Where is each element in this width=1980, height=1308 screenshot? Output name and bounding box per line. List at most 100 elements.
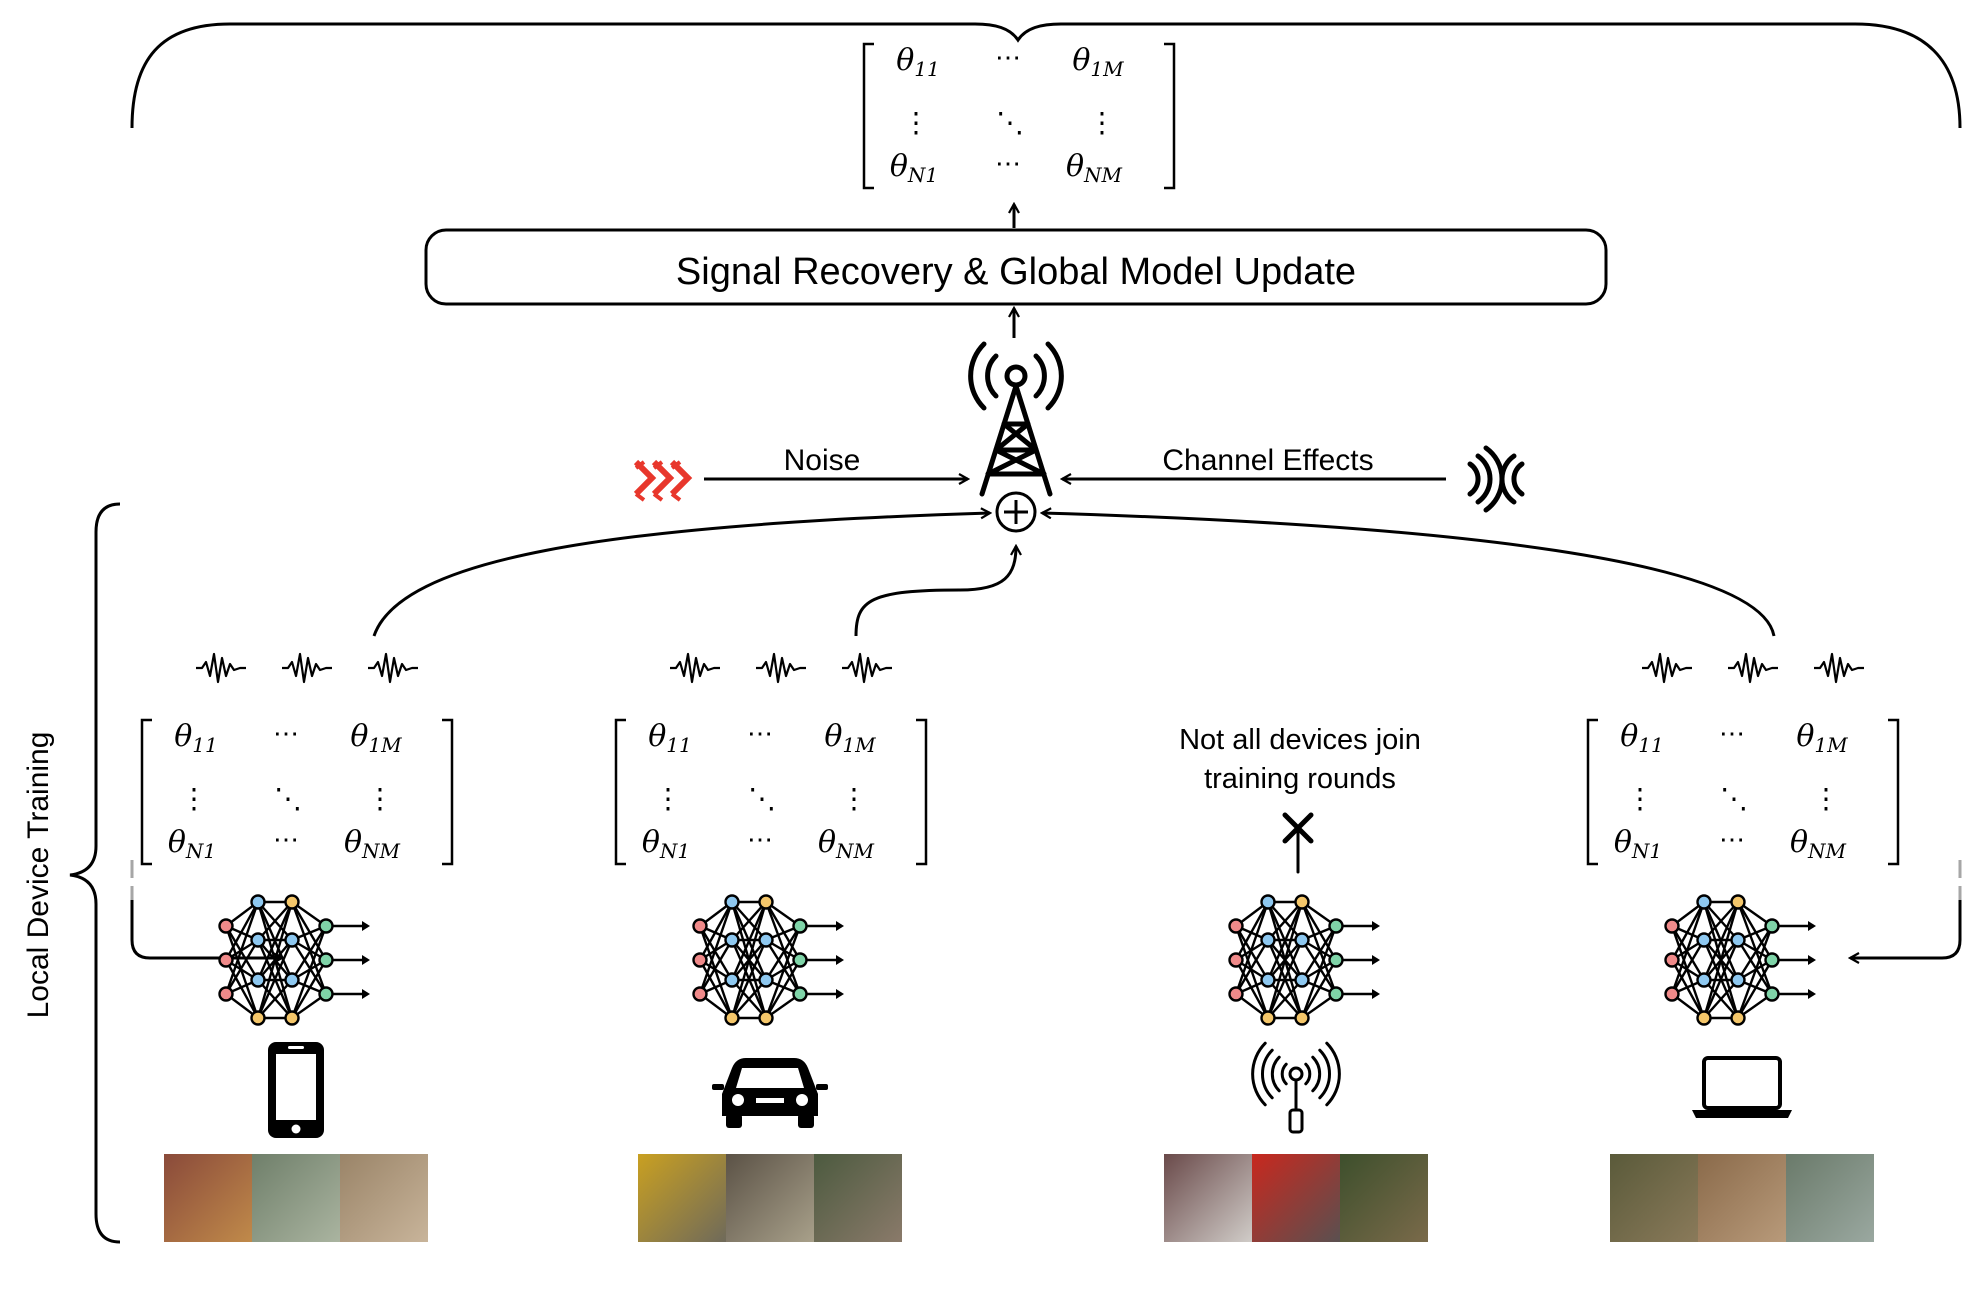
nn-output-arrow — [836, 921, 844, 931]
signal-wave-icon — [1728, 652, 1778, 684]
nn-node — [1228, 918, 1244, 934]
matrix-subscript: NM — [1807, 839, 1847, 863]
theta-symbol: θ — [1796, 719, 1814, 754]
neural-network-icon — [218, 894, 370, 1026]
matrix-ddots: ⋱ — [748, 783, 776, 814]
nn-edge — [1670, 901, 1706, 995]
nn-edge — [1234, 939, 1270, 995]
matrix-vdots: ⋮ — [902, 107, 930, 138]
nn-node — [724, 932, 740, 948]
global-update-box — [424, 228, 1608, 306]
dataset-image — [164, 1154, 252, 1242]
nn-node — [250, 972, 266, 988]
nn-edge — [1234, 925, 1270, 1019]
nn-edge — [1702, 901, 1740, 981]
nn-edge — [256, 901, 294, 1019]
matrix-hdots: ⋯ — [995, 148, 1021, 178]
nn-node — [1328, 952, 1344, 968]
neural-network-icon — [1664, 894, 1816, 1026]
nn-edge — [764, 925, 802, 1019]
matrix-right-bracket — [916, 718, 928, 866]
matrix-subscript: 1M — [1814, 733, 1848, 757]
matrix-entry: θN1 — [890, 149, 938, 187]
nn-node — [1764, 918, 1780, 934]
nn-node — [1228, 952, 1244, 968]
theta-symbol: θ — [1790, 825, 1808, 860]
matrix-left-bracket — [1586, 718, 1598, 866]
matrix-entry: θN1 — [642, 825, 690, 863]
nn-edge — [224, 901, 260, 995]
dataset-image — [1340, 1154, 1428, 1242]
matrix-right-bracket — [1164, 42, 1176, 190]
nn-node — [1260, 972, 1276, 988]
theta-symbol: θ — [824, 719, 842, 754]
theta-symbol: θ — [1620, 719, 1638, 754]
signal-wave-icon — [756, 652, 806, 684]
matrix-entry: θNM — [1790, 825, 1847, 863]
nn-edge — [224, 925, 260, 981]
nn-edge — [257, 901, 293, 941]
neural-network-icon — [1228, 894, 1380, 1026]
nn-node — [1294, 894, 1310, 910]
nn-node — [250, 894, 266, 910]
matrix-subscript: 11 — [192, 733, 217, 757]
theta-symbol: θ — [174, 719, 192, 754]
matrix-entry: θ1M — [1072, 43, 1124, 81]
nn-edge — [290, 925, 328, 981]
nn-node — [250, 1010, 266, 1026]
nn-edge — [698, 925, 734, 981]
nn-edge — [1670, 925, 1706, 981]
nn-node — [1294, 932, 1310, 948]
nn-output-arrow — [1372, 955, 1380, 965]
theta-symbol: θ — [642, 825, 660, 860]
nn-node — [1328, 986, 1344, 1002]
matrix-hdots: ⋯ — [747, 718, 773, 748]
global-update-label: Signal Recovery & Global Model Update — [676, 251, 1356, 293]
nn-node — [1696, 972, 1712, 988]
dataset-image — [1164, 1154, 1252, 1242]
uplink-transmissions — [372, 513, 1776, 637]
nn-edge — [1736, 925, 1774, 981]
matrix-hdots: ⋯ — [995, 42, 1021, 72]
dataset-image — [340, 1154, 428, 1242]
matrix-left-bracket — [140, 718, 152, 866]
nn-node — [1260, 894, 1276, 910]
matrix-subscript: 11 — [914, 57, 939, 81]
dataset-image — [1698, 1154, 1786, 1242]
matrix-subscript: 1M — [368, 733, 402, 757]
theta-symbol: θ — [1072, 43, 1090, 78]
nn-edge — [698, 901, 734, 961]
nn-edge — [698, 959, 734, 1019]
dataset-image — [726, 1154, 814, 1242]
nn-node — [1294, 1010, 1310, 1026]
nn-edge — [1266, 901, 1304, 981]
matrix-right-bracket — [442, 718, 454, 866]
nn-edge — [224, 939, 260, 995]
theta-symbol: θ — [818, 825, 836, 860]
nn-edge — [290, 901, 328, 995]
dataset-image — [1252, 1154, 1340, 1242]
nn-node — [758, 932, 774, 948]
nn-edge — [1670, 939, 1706, 995]
matrix-hdots: ⋯ — [1719, 718, 1745, 748]
signal-wave-icon — [1642, 652, 1692, 684]
signal-wave-icon — [368, 652, 418, 684]
matrix-entry: θ1M — [1796, 719, 1848, 757]
nn-edge — [1736, 959, 1774, 1019]
matrix-subscript: N1 — [659, 839, 690, 863]
nn-edge — [224, 925, 260, 1019]
nn-edge — [1300, 925, 1338, 981]
nn-node — [1228, 986, 1244, 1002]
nn-node — [692, 952, 708, 968]
matrix-entry: θN1 — [168, 825, 216, 863]
matrix-vdots: ⋮ — [654, 783, 682, 814]
nn-node — [692, 986, 708, 1002]
dataset-image — [1610, 1154, 1698, 1242]
nn-edge — [1266, 901, 1304, 1019]
nn-edge — [256, 901, 294, 981]
nn-edge — [1234, 959, 1270, 1019]
antenna-device-icon — [1251, 1041, 1341, 1134]
